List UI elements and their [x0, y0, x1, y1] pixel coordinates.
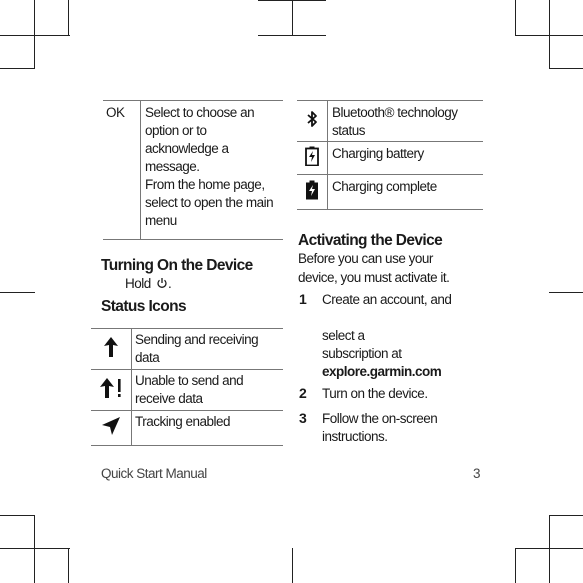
activating-intro-line: device, you must activate it.	[298, 270, 450, 285]
send-receive-arrow-icon	[104, 336, 118, 357]
description-line: menu	[145, 213, 177, 228]
explore-garmin-link[interactable]: explore.garmin.com	[322, 364, 442, 379]
icon-cell	[297, 100, 328, 142]
bluetooth-icon	[307, 110, 317, 127]
step-number: 1	[299, 291, 307, 307]
ok-key-table: OK Select to choose an option or to ackn…	[103, 100, 283, 240]
step-text: instructions.	[322, 429, 388, 444]
activating-heading: Activating the Device	[298, 232, 443, 249]
charging-battery-icon	[305, 146, 319, 166]
tracking-arrow-icon	[102, 416, 120, 435]
step-number: 2	[299, 385, 307, 401]
step-text: Turn on the device.	[322, 386, 428, 401]
page-number: 3	[473, 466, 481, 481]
activating-intro-line: Before you can use your	[298, 251, 433, 266]
step-text: Create an account, and	[322, 292, 452, 307]
device-desc-line: Charging battery	[332, 146, 424, 161]
status-desc-line: Sending and receiving	[135, 332, 259, 347]
hold-text: Hold	[125, 276, 151, 291]
ok-key-label: OK	[106, 105, 125, 120]
description-line: option or to	[145, 123, 207, 138]
device-desc-line: Charging complete	[332, 179, 437, 194]
status-icons-heading: Status Icons	[101, 298, 187, 315]
status-desc-cell: Tracking enabled	[131, 410, 283, 446]
device-desc-cell: Charging complete	[327, 174, 483, 210]
key-cell: OK	[103, 100, 141, 240]
step-text: subscription at	[322, 346, 402, 361]
step-number: 3	[299, 410, 307, 426]
status-desc-cell: Sending and receiving data	[131, 328, 283, 370]
description-line: message.	[145, 159, 200, 174]
device-desc-cell: Bluetooth® technology status	[327, 100, 483, 142]
icon-cell	[297, 141, 328, 175]
device-desc-cell: Charging battery	[327, 141, 483, 175]
step-text: select a	[322, 328, 365, 343]
description-line: select to open the main	[145, 195, 274, 210]
description-line: Select to choose an	[145, 105, 255, 120]
icon-cell	[91, 328, 132, 370]
status-desc-line: receive data	[135, 391, 203, 406]
turning-on-heading: Turning On the Device	[101, 257, 253, 274]
power-icon	[157, 278, 167, 288]
description-line: acknowledge a	[145, 141, 229, 156]
hold-instruction: Hold .	[125, 276, 172, 291]
device-desc-line: Bluetooth® technology	[332, 105, 458, 120]
icon-cell	[91, 410, 132, 446]
status-desc-line: data	[135, 350, 160, 365]
description-line: From the home page,	[145, 177, 265, 192]
device-icons-table: Bluetooth® technology status Charging ba…	[297, 100, 483, 210]
key-description-cell: Select to choose an option or to acknowl…	[140, 100, 283, 240]
device-desc-line: status	[332, 123, 366, 138]
charging-complete-icon	[306, 180, 318, 199]
status-desc-line: Tracking enabled	[135, 414, 231, 429]
icon-cell	[91, 369, 132, 411]
footer-title: Quick Start Manual	[101, 466, 207, 481]
step-text: Follow the on-screen	[322, 411, 438, 426]
status-icons-table: Sending and receiving data Unable to sen…	[91, 328, 283, 446]
status-desc-line: Unable to send and	[135, 373, 244, 388]
send-error-arrow-icon	[100, 377, 121, 398]
icon-cell	[297, 174, 328, 210]
status-desc-cell: Unable to send and receive data	[131, 369, 283, 411]
